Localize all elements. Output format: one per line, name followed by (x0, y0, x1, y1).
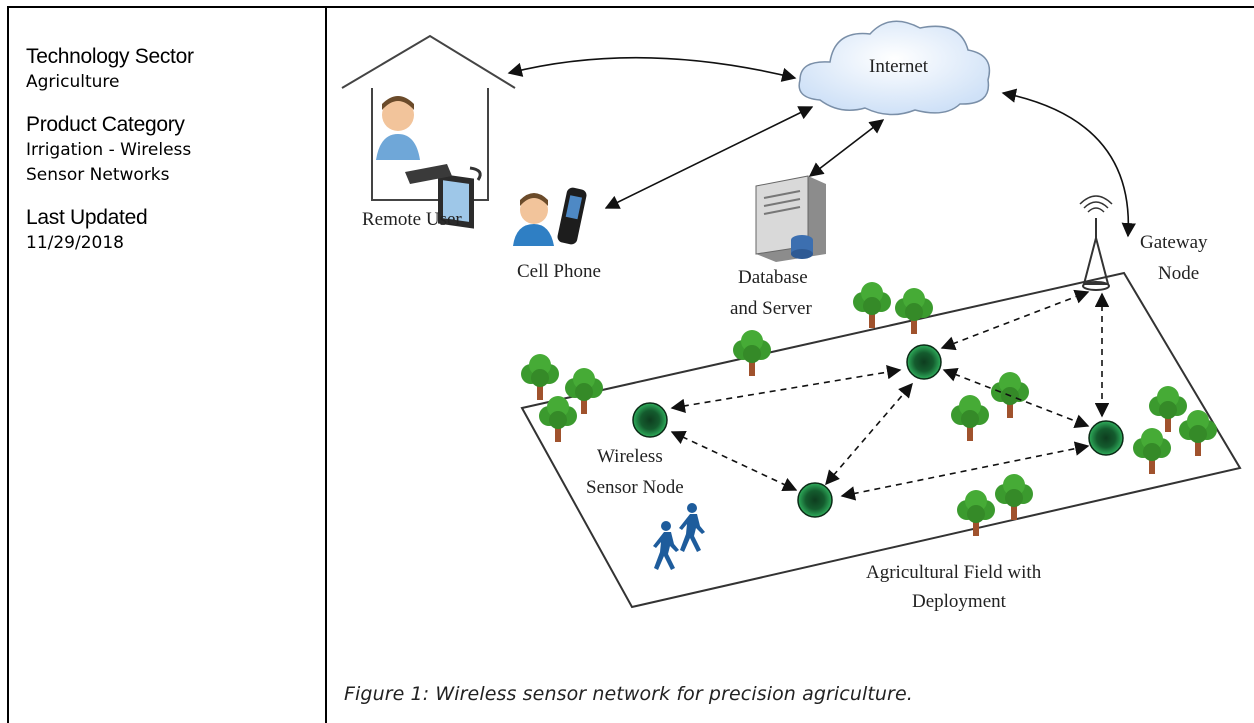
figure-caption: Figure 1: Wireless sensor network for pr… (344, 683, 913, 705)
technology-sector-title: Technology Sector (26, 45, 194, 68)
technology-sector-value: Agriculture (26, 72, 120, 92)
remote-user-house (341, 34, 516, 201)
tree-icon (853, 282, 891, 328)
document-table (7, 6, 1254, 723)
technology-sector-block: Technology Sector Agriculture (26, 44, 316, 95)
last-updated-title: Last Updated (26, 206, 148, 229)
computer-user-icon (376, 96, 482, 229)
tree-icon (1133, 428, 1171, 474)
tree-icon (895, 288, 933, 334)
table-border-left (7, 6, 9, 723)
database-label-line1: Database (738, 267, 808, 288)
tree-icon (951, 395, 989, 441)
product-category-value-line1: Irrigation - Wireless (26, 140, 192, 160)
table-column-divider (325, 6, 327, 723)
field-label-line1: Agricultural Field with (866, 562, 1042, 583)
sensor-nodes (632, 344, 1124, 518)
remote-user-label: Remote User (362, 209, 462, 230)
tree-icon (957, 490, 995, 536)
cell-phone-label: Cell Phone (517, 261, 601, 282)
field-label-line2: Deployment (912, 591, 1007, 612)
product-category-block: Product Category Irrigation - Wireless S… (26, 112, 316, 188)
sensor-node (1088, 420, 1124, 456)
agricultural-field (520, 271, 1242, 609)
sensor-label-line2: Sensor Node (586, 477, 684, 498)
cell-phone-icon (513, 187, 587, 246)
internet-label: Internet (869, 56, 929, 77)
gateway-label-line2: Node (1158, 263, 1199, 284)
product-info-sidebar: Technology Sector Agriculture Product Ca… (26, 44, 316, 273)
sensor-node (906, 344, 942, 380)
last-updated-value: 11/29/2018 (26, 233, 124, 253)
product-category-value-line2: Sensor Networks (26, 165, 170, 185)
internet-cloud (798, 20, 991, 116)
gateway-label-line1: Gateway (1140, 232, 1208, 253)
sensor-label-line1: Wireless (597, 446, 663, 467)
database-server-icon (755, 175, 826, 262)
sensor-links (670, 289, 1110, 501)
tree-icon (1179, 410, 1217, 456)
tree-icon (521, 354, 559, 400)
tree-icon (995, 474, 1033, 520)
sensor-node (797, 482, 833, 518)
database-label-line2: and Server (730, 298, 812, 319)
product-category-title: Product Category (26, 113, 185, 136)
wsn-diagram: Remote User Internet Cell Phone Database… (341, 20, 1242, 612)
sensor-node (632, 402, 668, 438)
table-border-top (7, 6, 1254, 8)
internet-links (507, 56, 1136, 238)
walking-people-icon (653, 503, 705, 570)
tree-icon (733, 330, 771, 376)
last-updated-block: Last Updated 11/29/2018 (26, 205, 316, 256)
